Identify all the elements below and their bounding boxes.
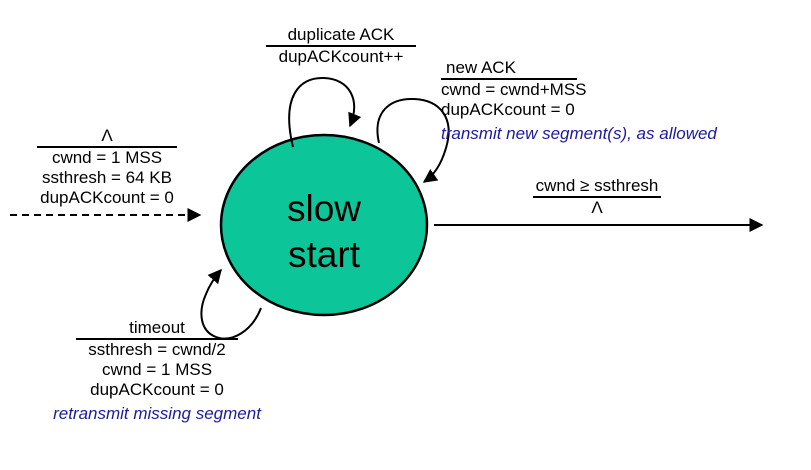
duplicate-ack-event: duplicate ACK <box>266 25 416 47</box>
new-ack-transition-label: new ACK cwnd = cwnd+MSS dupACKcount = 0 … <box>441 58 786 144</box>
exit-transition-label: cwnd ≥ ssthresh Λ <box>487 176 707 218</box>
new-ack-action-2: dupACKcount = 0 <box>441 100 575 119</box>
exit-event: cwnd ≥ ssthresh <box>532 176 662 198</box>
entry-event: Λ <box>37 126 177 148</box>
state-name: slow start <box>224 186 424 278</box>
new-ack-action-1: cwnd = cwnd+MSS <box>441 80 587 99</box>
duplicate-ack-action-1: dupACKcount++ <box>278 47 404 66</box>
timeout-event: timeout <box>76 318 238 340</box>
timeout-note: retransmit missing segment <box>53 404 261 423</box>
state-name-line2: start <box>288 234 360 275</box>
entry-action-2: ssthresh = 64 KB <box>42 168 172 187</box>
state-name-line1: slow <box>286 188 362 229</box>
duplicate-ack-transition-label: duplicate ACK dupACKcount++ <box>256 25 426 67</box>
timeout-action-1: ssthresh = cwnd/2 <box>88 340 226 359</box>
entry-action-3: dupACKcount = 0 <box>40 188 174 207</box>
duplicate-ack-self-loop <box>288 76 362 148</box>
timeout-action-3: dupACKcount = 0 <box>90 380 224 399</box>
timeout-action-2: cwnd = 1 MSS <box>101 360 213 379</box>
slow-start-state-circle <box>219 133 429 317</box>
entry-transition-label: Λ cwnd = 1 MSS ssthresh = 64 KB dupACKco… <box>5 126 209 208</box>
new-ack-self-loop <box>376 97 450 183</box>
timeout-self-loop <box>200 268 262 340</box>
new-ack-note: transmit new segment(s), as allowed <box>441 124 717 143</box>
timeout-transition-label: timeout ssthresh = cwnd/2 cwnd = 1 MSS d… <box>11 318 303 424</box>
entry-action-1: cwnd = 1 MSS <box>51 148 163 167</box>
new-ack-event: new ACK <box>441 58 577 80</box>
exit-action-1: Λ <box>591 198 603 217</box>
